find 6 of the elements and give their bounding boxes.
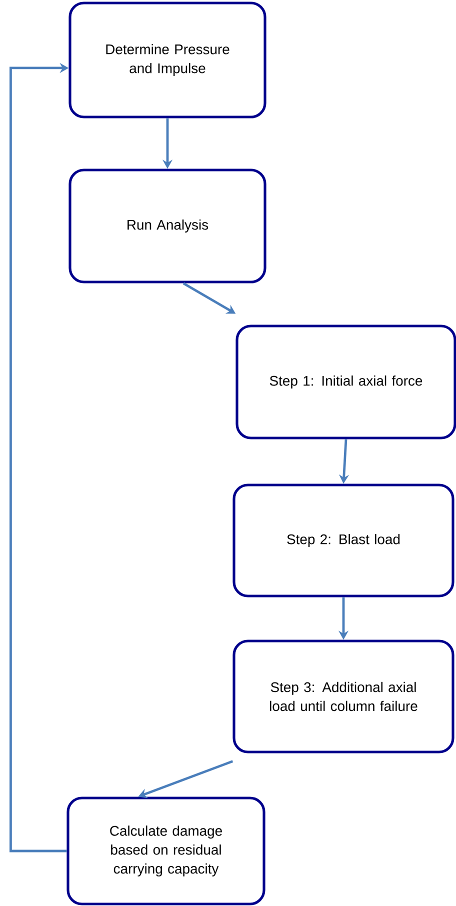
process-box: Calculate damage based on residual carrying capacity — [66, 796, 266, 906]
process-box: Step 2: Blast load — [232, 484, 454, 598]
process-box: Determine Pressure and Impulse — [68, 2, 266, 118]
process-box: Run Analysis — [68, 168, 266, 284]
process-box: Step 1: Initial axial force — [236, 324, 456, 440]
process-box: Step 3: Additional axial load until column failure — [232, 640, 454, 754]
